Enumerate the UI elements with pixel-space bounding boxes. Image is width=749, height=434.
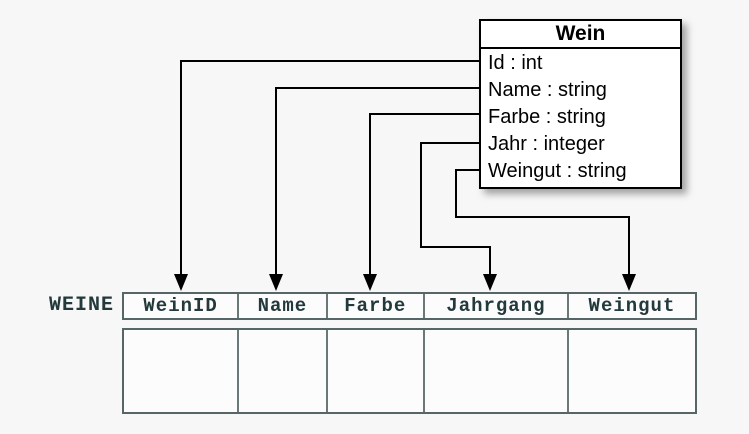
- class-attribute-weingut: Weingut : string: [488, 160, 627, 182]
- class-title: Wein: [481, 21, 680, 49]
- arrowhead-farbe: [363, 274, 377, 291]
- arrow-id-to-weinid: [180, 60, 479, 277]
- column-header-weinid: WeinID: [143, 295, 218, 317]
- class-attribute-list: Id : int Name : string Farbe : string Ja…: [481, 49, 680, 187]
- class-attribute-jahr: Jahr : integer: [488, 133, 605, 155]
- uml-class-wein: Wein Id : int Name : string Farbe : stri…: [479, 19, 682, 189]
- table-body-row: [122, 328, 697, 414]
- class-attribute-id: Id : int: [488, 52, 543, 74]
- column-header-jahrgang: Jahrgang: [422, 294, 567, 318]
- body-cell-weingut: [566, 330, 695, 412]
- body-cell-name: [237, 330, 325, 412]
- arrowhead-weinid: [174, 274, 188, 291]
- column-header-weingut: Weingut: [566, 294, 695, 318]
- table-header-row: WeinID Name Farbe Jahrgang Weingut: [122, 292, 697, 320]
- body-cell-farbe: [325, 330, 423, 412]
- arrow-farbe-to-farbe: [369, 113, 479, 277]
- arrowhead-jahrgang: [483, 274, 497, 291]
- class-attribute-farbe: Farbe : string: [488, 106, 606, 128]
- relation-name-label: WEINE: [48, 294, 114, 317]
- arrowhead-name: [269, 274, 283, 291]
- arrow-name-to-name: [275, 87, 479, 277]
- class-attribute-name: Name : string: [488, 79, 607, 101]
- body-cell-weinid: [124, 330, 237, 412]
- body-cell-jahrgang: [422, 330, 567, 412]
- column-header-farbe: Farbe: [325, 294, 423, 318]
- column-header-name: Name: [237, 294, 325, 318]
- arrowhead-weingut: [622, 274, 636, 291]
